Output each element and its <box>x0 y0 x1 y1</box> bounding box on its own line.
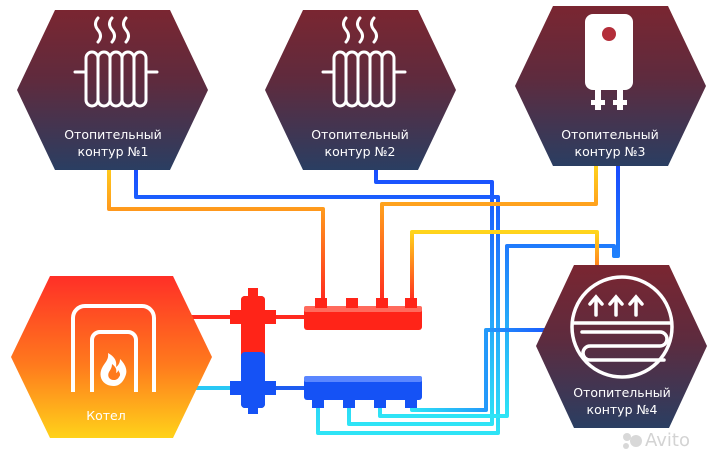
avito-watermark-text: Avito <box>645 430 690 451</box>
circuit-2-node: Отопительный контур №2 <box>265 10 456 170</box>
underfloor-heating-icon <box>570 275 674 379</box>
pipe-c3-return <box>378 161 620 418</box>
circuit-4-label-line1: Отопительный <box>573 385 671 400</box>
circuit-2-label-line2: контур №2 <box>325 144 396 159</box>
circuit-1-label-line1: Отопительный <box>64 127 162 142</box>
avito-watermark: Avito <box>623 430 690 451</box>
pipe-network <box>107 158 620 435</box>
pipe-c1-supply <box>107 158 325 304</box>
circuit-4-label-line2: контур №4 <box>587 402 658 417</box>
circuit-2-hexagon <box>265 10 456 170</box>
circuit-3-label-line2: контур №3 <box>575 144 646 159</box>
supply-manifold <box>304 298 422 330</box>
radiator-icon <box>73 16 159 108</box>
circuit-1-node: Отопительный контур №1 <box>17 10 208 170</box>
avito-logo-icon <box>623 433 631 441</box>
pipe-c4-supply <box>410 230 599 304</box>
circuit-3-label-line1: Отопительный <box>561 127 659 142</box>
return-manifold <box>304 376 422 408</box>
pipe-c1-return <box>134 158 500 435</box>
pipe-c2-return <box>347 160 494 426</box>
hydraulic-separator <box>230 288 276 414</box>
circuit-1-hexagon <box>17 10 208 170</box>
circuit-2-label-line1: Отопительный <box>311 127 409 142</box>
boiler-label: Котел <box>86 408 125 423</box>
circuit-3-node: Отопительный контур №3 <box>515 6 706 166</box>
water-heater-icon <box>585 14 633 110</box>
radiator-icon <box>321 16 407 108</box>
pipe-c3-supply <box>380 161 598 304</box>
boiler-flame-icon <box>71 304 156 392</box>
circuit-1-label-line2: контур №1 <box>78 144 149 159</box>
circuit-4-node: Отопительный контур №4 <box>536 265 707 428</box>
boiler-node: Котел <box>11 276 212 438</box>
